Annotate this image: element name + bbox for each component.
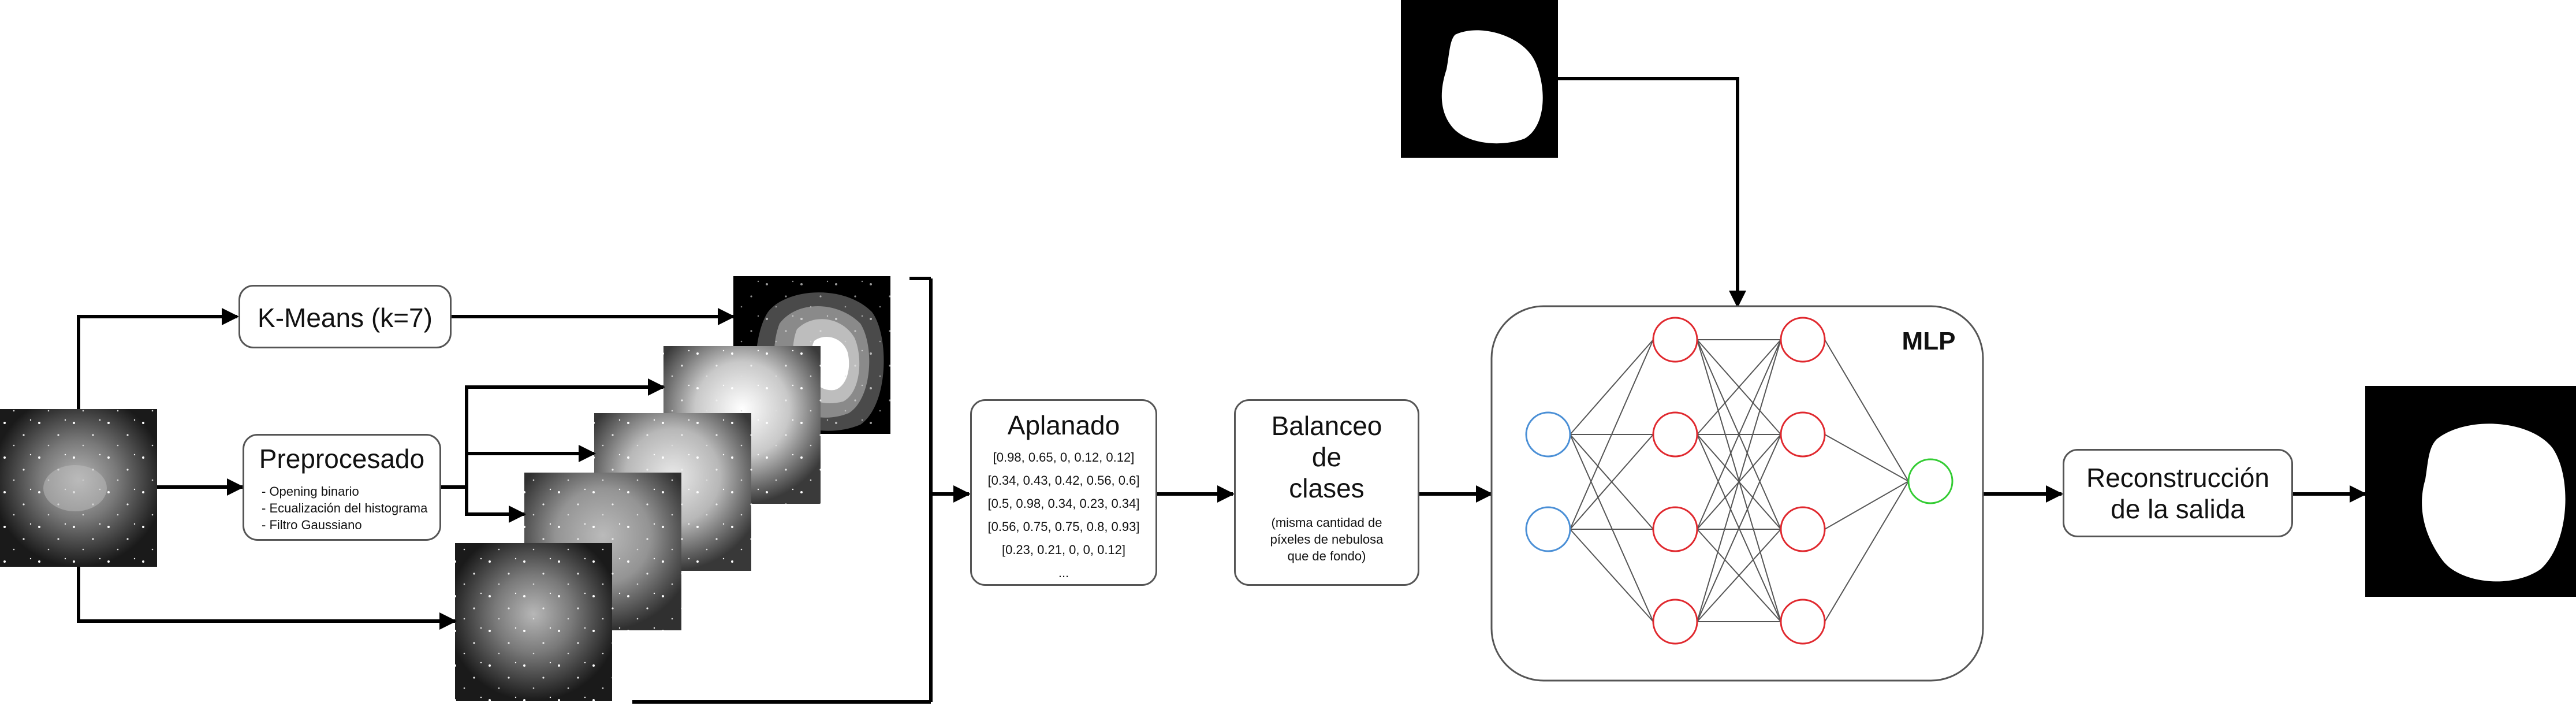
mlp-edge — [1697, 339, 1781, 530]
bracket — [632, 277, 933, 704]
reconstruction-title: Reconstrucción de la salida — [2064, 462, 2291, 525]
flatten-row: [0.98, 0.65, 0, 0.12, 0.12] — [993, 450, 1135, 465]
hidden-neuron — [1652, 411, 1698, 458]
balance-title-line: Balanceo — [1271, 411, 1382, 441]
flatten-title: Aplanado — [1007, 410, 1120, 440]
arrow-input-kmeans — [77, 308, 239, 409]
image-stack — [455, 276, 890, 701]
flatten-row: ... — [1058, 566, 1069, 580]
balance-note-line: que de fondo) — [1287, 549, 1366, 563]
hidden-neuron — [1780, 599, 1826, 645]
reconstruction-title-line: de la salida — [2111, 494, 2245, 524]
input-neuron — [1525, 411, 1571, 458]
mlp-edge — [1697, 434, 1781, 622]
preprocess-step: - Filtro Gaussiano — [262, 518, 362, 532]
arrow-input-bottom — [77, 567, 457, 630]
mlp-nodes — [1525, 317, 1954, 645]
arrow-preprocess-out-1 — [441, 378, 665, 489]
balance-title-line: de — [1311, 442, 1342, 472]
mlp-edge — [1697, 529, 1781, 622]
hidden-neuron — [1652, 317, 1698, 363]
connectors — [77, 77, 2367, 704]
arrow-mask-mlp — [1558, 77, 1746, 308]
kmeans-box: K-Means (k=7) — [238, 285, 452, 348]
mlp-edge — [1570, 339, 1654, 435]
balance-note-line: (misma cantidad de — [1271, 515, 1382, 530]
kmeans-label: K-Means (k=7) — [258, 303, 433, 333]
mlp-edge — [1570, 434, 1654, 622]
balance-note: (misma cantidad de píxeles de nebulosa q… — [1236, 514, 1418, 564]
mlp-edge — [1824, 481, 1909, 622]
mlp-edge — [1697, 339, 1781, 622]
mlp-box — [1490, 305, 1984, 682]
preprocess-step: - Ecualización del histograma — [262, 501, 428, 515]
output-mask-image — [2365, 386, 2576, 597]
mlp-edge — [1570, 339, 1654, 530]
preprocess-steps: - Opening binario - Ecualización del his… — [262, 483, 427, 533]
original-image-copy — [455, 543, 612, 701]
mlp-edge — [1824, 481, 1909, 530]
balance-title-line: clases — [1289, 473, 1365, 503]
mlp-edge — [1570, 434, 1654, 530]
mlp-edge — [1570, 529, 1654, 622]
preprocess-step: - Opening binario — [262, 484, 359, 499]
flatten-box: Aplanado [0.98, 0.65, 0, 0.12, 0.12] [0.… — [970, 399, 1157, 586]
flatten-rows: [0.98, 0.65, 0, 0.12, 0.12] [0.34, 0.43,… — [972, 446, 1155, 585]
mlp-edge — [1697, 339, 1781, 435]
input-image — [0, 409, 157, 567]
hidden-neuron — [1780, 411, 1826, 458]
mlp-edges — [1570, 339, 1909, 622]
flatten-row: [0.5, 0.98, 0.34, 0.23, 0.34] — [987, 496, 1140, 511]
flatten-row: [0.56, 0.75, 0.75, 0.8, 0.93] — [987, 519, 1140, 534]
mlp-label: MLP — [1902, 327, 1956, 355]
flatten-row: [0.23, 0.21, 0, 0, 0.12] — [1001, 542, 1126, 557]
preprocess-box: Preprocesado - Opening binario - Ecualiz… — [243, 434, 441, 541]
hidden-neuron — [1652, 599, 1698, 645]
arrow-preprocess-out-3 — [465, 487, 526, 523]
input-neuron — [1525, 506, 1571, 552]
output-neuron — [1907, 458, 1954, 504]
reconstruction-box: Reconstrucción de la salida — [2063, 449, 2293, 537]
preprocess-title: Preprocesado — [259, 444, 425, 474]
balance-note-line: píxeles de nebulosa — [1270, 532, 1384, 547]
balance-title: Balanceo de clases — [1236, 410, 1418, 504]
hidden-neuron — [1780, 506, 1826, 552]
mask-image — [1401, 0, 1558, 158]
reconstruction-title-line: Reconstrucción — [2086, 463, 2270, 493]
hidden-neuron — [1780, 317, 1826, 363]
balance-box: Balanceo de clases (misma cantidad de pí… — [1234, 399, 1419, 586]
hidden-neuron — [1652, 506, 1698, 552]
mlp-edge — [1824, 434, 1909, 482]
flatten-row: [0.34, 0.43, 0.42, 0.56, 0.6] — [987, 473, 1140, 488]
mlp-edge — [1824, 339, 1909, 482]
